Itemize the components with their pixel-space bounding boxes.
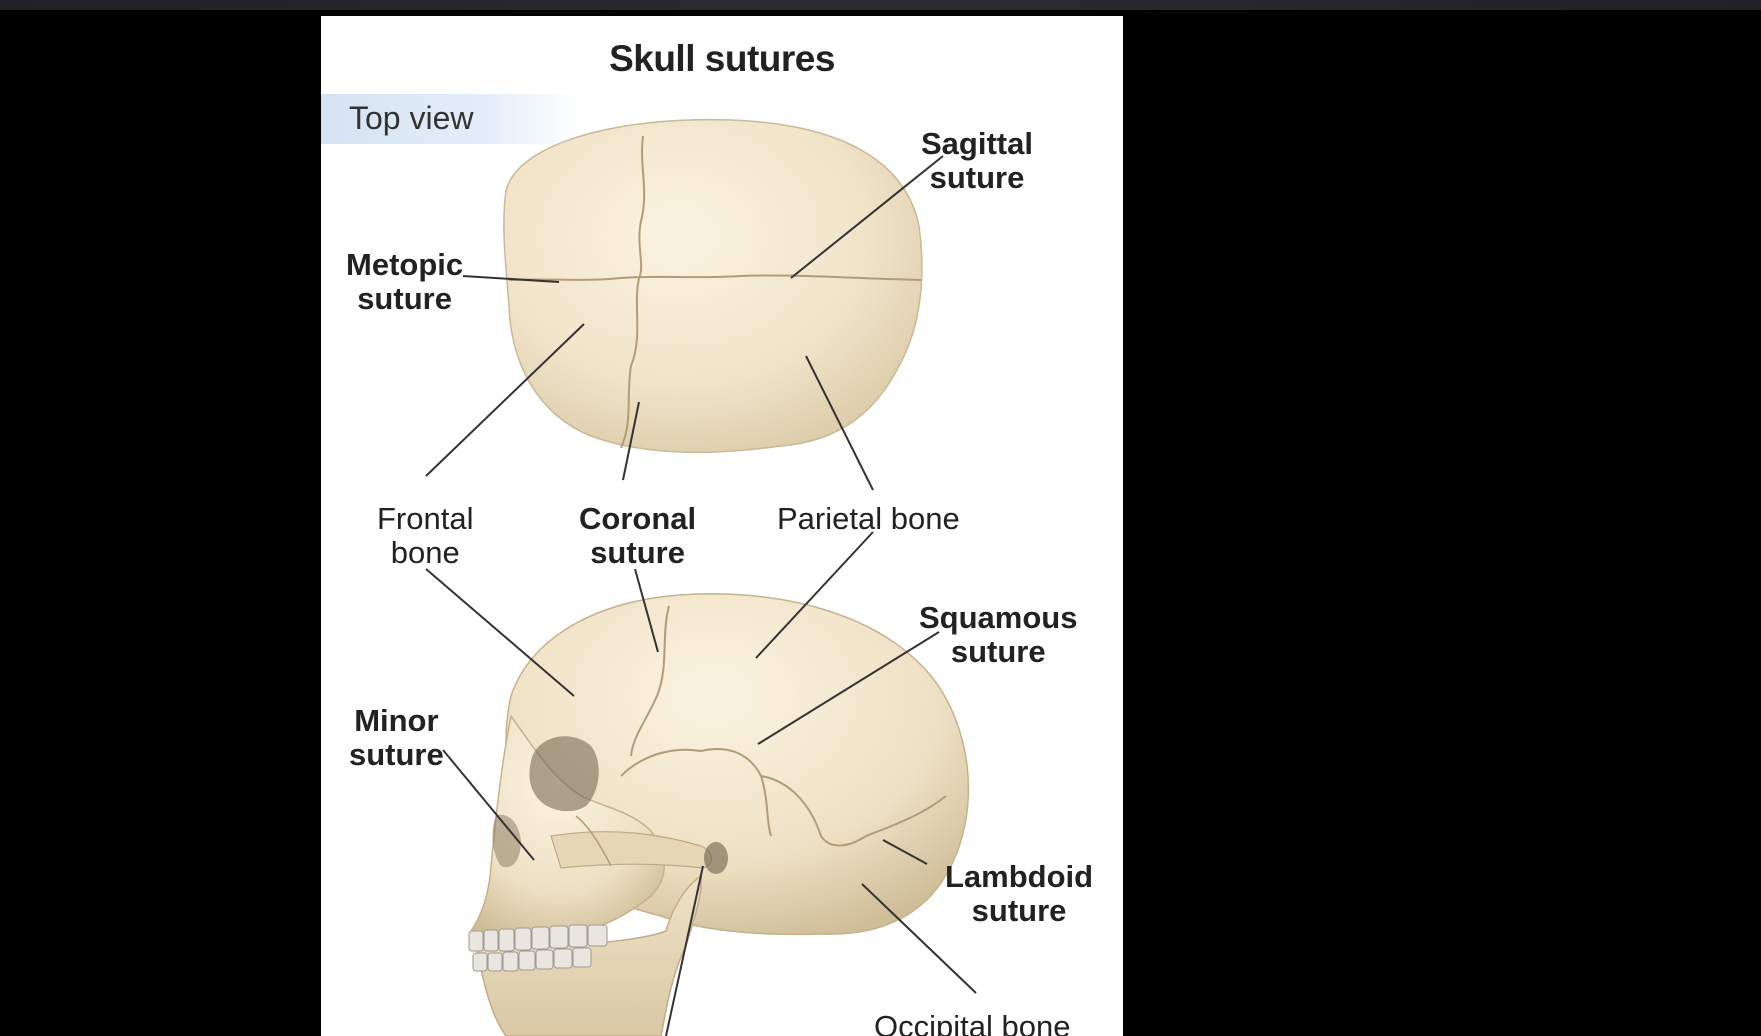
leader-lines (425, 155, 977, 1036)
label-occipital-bone: Occipital bone (874, 1009, 1071, 1036)
window-top-bar (0, 0, 1761, 10)
view-tag: Top view (321, 94, 579, 144)
diagram-title: Skull sutures (609, 38, 835, 79)
label-parietal-bone: Parietal bone (777, 501, 960, 536)
skull-top-view (503, 118, 923, 454)
view-tag-label: Top view (349, 100, 474, 136)
skull-side-view (468, 593, 970, 1036)
skull-illustration (425, 118, 977, 1036)
